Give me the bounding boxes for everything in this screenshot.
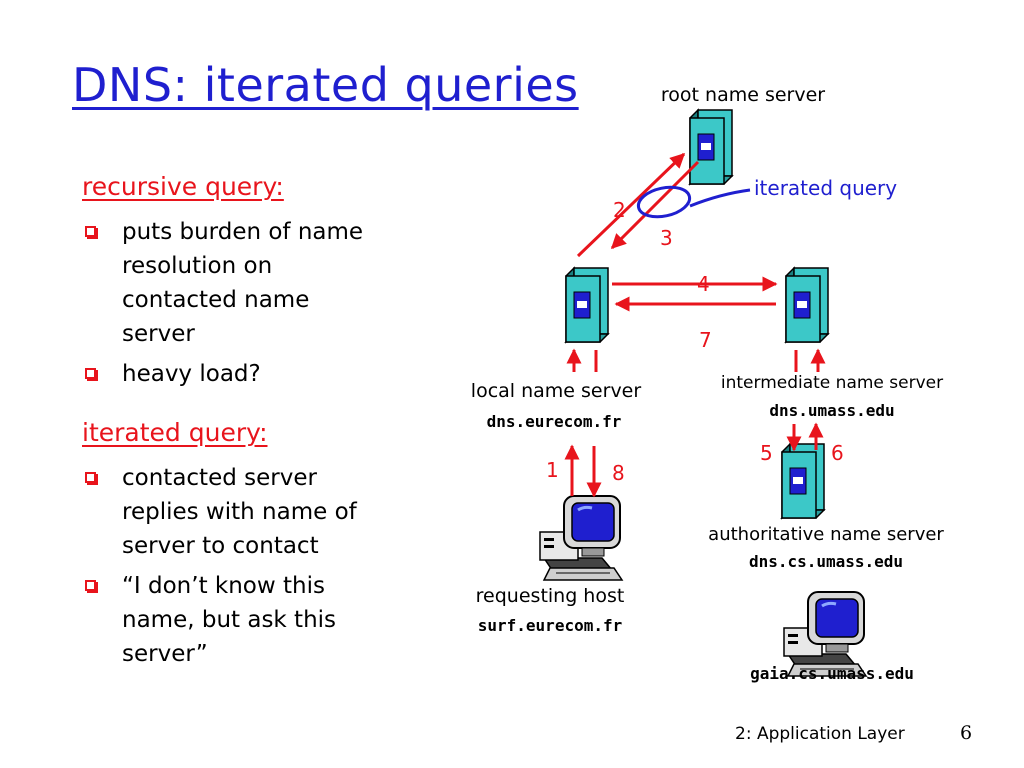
root-server-label: root name server (660, 84, 826, 106)
step-1-label: 1 (546, 458, 559, 482)
list-item: contacted server replies with name of se… (82, 461, 377, 563)
step-5-label: 5 (760, 441, 773, 465)
local-server-label: local name server (470, 380, 642, 402)
step-4-label: 4 (697, 272, 710, 296)
step-8-label: 8 (612, 461, 625, 485)
target-host-name: gaia.cs.umass.edu (750, 664, 914, 683)
requesting-host-label: requesting host (475, 585, 625, 607)
step-2-label: 2 (613, 198, 626, 222)
authoritative-server-host: dns.cs.umass.edu (748, 552, 904, 571)
list-item: “I don’t know this name, but ask this se… (82, 569, 377, 671)
iterated-query-heading: iterated query: (82, 418, 268, 447)
local-server-icon (565, 267, 609, 343)
authoritative-server-label: authoritative name server (708, 524, 944, 545)
iterated-query-ellipse (636, 185, 692, 219)
requesting-host-icon (538, 494, 624, 582)
slide-title: DNS: iterated queries (72, 58, 579, 112)
iterated-query-connector (689, 188, 751, 208)
requesting-host-name: surf.eurecom.fr (477, 616, 623, 635)
list-item: heavy load? (82, 357, 377, 391)
root-server-icon (689, 109, 733, 185)
bullet-icon (85, 580, 96, 591)
arrow-step-2 (576, 152, 686, 258)
iterated-query-bullets: contacted server replies with name of se… (82, 461, 377, 677)
step-7-label: 7 (699, 328, 712, 352)
footer-text: 2: Application Layer (735, 724, 905, 744)
intermediate-server-icon (785, 267, 829, 343)
step-6-label: 6 (831, 441, 844, 465)
page-number: 6 (960, 722, 973, 744)
authoritative-server-icon (781, 443, 825, 519)
local-server-host: dns.eurecom.fr (486, 412, 622, 431)
intermediate-server-label: intermediate name server (720, 373, 944, 393)
arrow-step-3 (610, 160, 700, 250)
recursive-query-heading: recursive query: (82, 172, 284, 201)
step-3-label: 3 (660, 226, 673, 250)
bullet-icon (85, 226, 96, 237)
bullet-icon (85, 368, 96, 379)
list-item: puts burden of name resolution on contac… (82, 215, 377, 351)
recursive-query-bullets: puts burden of name resolution on contac… (82, 215, 377, 397)
bullet-icon (85, 472, 96, 483)
intermediate-server-host: dns.umass.edu (769, 401, 895, 420)
iterated-query-callout: iterated query (754, 176, 898, 200)
